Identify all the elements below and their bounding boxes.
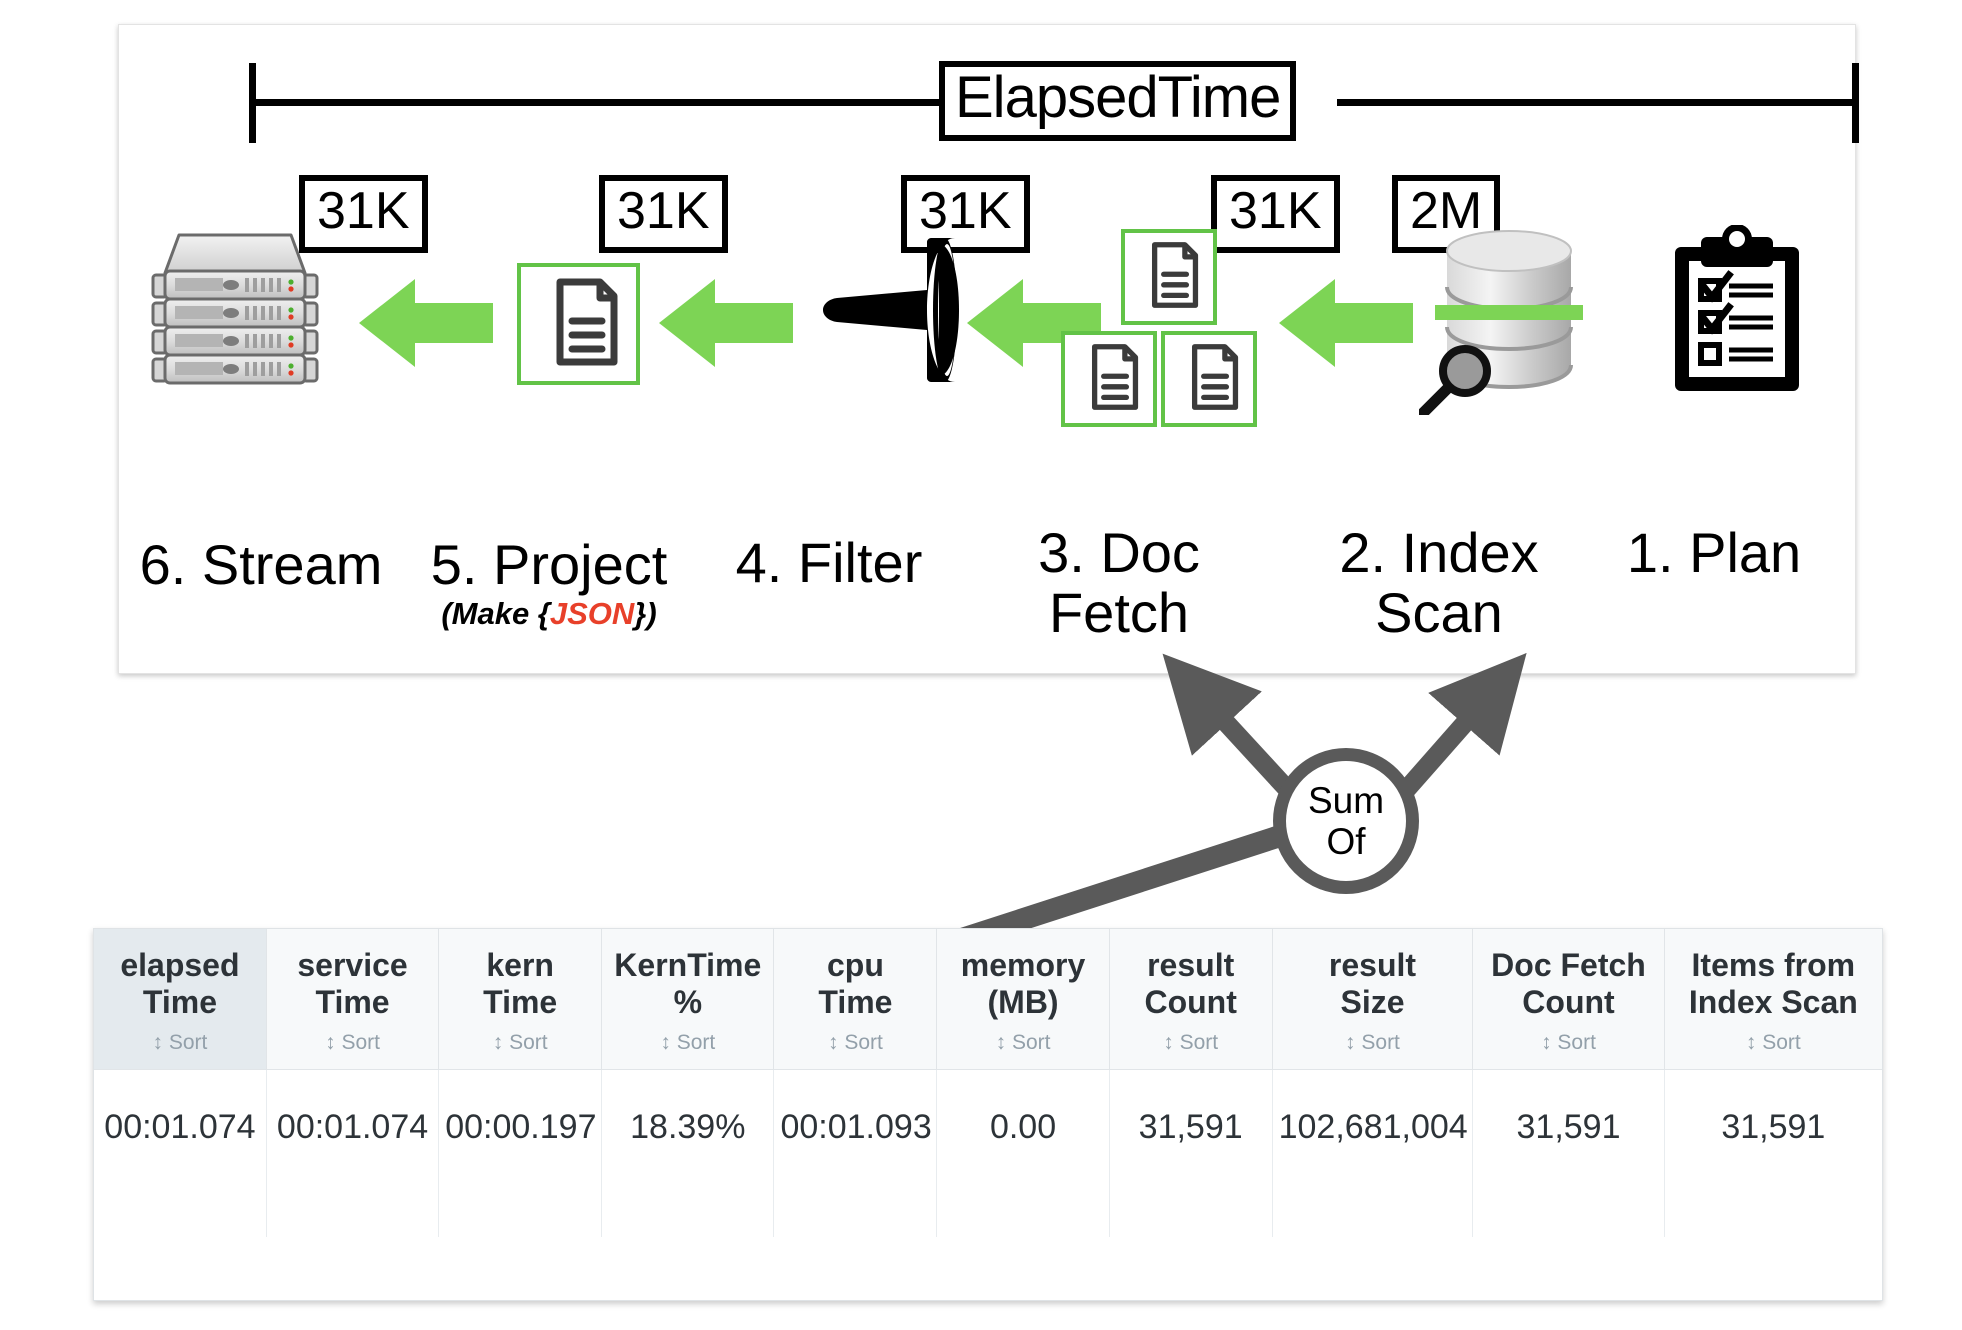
cell-items-from-index-scan: 31,591 — [1664, 1069, 1882, 1237]
project-document-box — [517, 263, 640, 385]
green-arrow-filter-to-project — [659, 275, 793, 376]
header-label: KernTime % — [614, 947, 762, 1020]
cell-result-size: 102,681,004 — [1272, 1069, 1474, 1237]
sort-control[interactable]: ↕ Sort — [827, 1031, 883, 1054]
stage-caption-indexscan: 2. Index Scan — [1339, 521, 1539, 644]
header-label: cpu Time — [818, 947, 893, 1020]
stage-caption-filter: 4. Filter — [735, 531, 923, 594]
sort-control[interactable]: ↕ Sort — [1745, 1031, 1801, 1054]
span-line-left — [254, 99, 944, 106]
header-label: kern Time — [483, 947, 558, 1020]
clipboard-checklist-icon — [1667, 224, 1807, 395]
header-label: Items from Index Scan — [1688, 947, 1858, 1020]
project-sub-json: JSON — [549, 596, 635, 631]
column-header-kern-time-pct[interactable]: KernTime % ↕ Sort — [601, 929, 775, 1070]
header-label: result Count — [1144, 947, 1237, 1020]
column-header-items-from-index-scan[interactable]: Items from Index Scan ↕ Sort — [1664, 929, 1882, 1070]
sum-of-line-2: Of — [1326, 821, 1366, 862]
document-icon — [1138, 240, 1200, 315]
docfetch-document-box-3 — [1161, 331, 1257, 427]
elapsed-time-span-bar: ElapsedTime — [249, 53, 1859, 148]
column-header-kern-time[interactable]: kern Time ↕ Sort — [438, 929, 603, 1070]
cell-elapsed-time: 00:01.074 — [94, 1069, 267, 1237]
column-header-result-count[interactable]: result Count ↕ Sort — [1109, 929, 1273, 1070]
database-search-icon — [1417, 225, 1599, 419]
metrics-header-row: elapsed Time ↕ Sort service Time ↕ Sort … — [94, 929, 1882, 1070]
sort-control[interactable]: ↕ Sort — [152, 1031, 208, 1054]
green-arrow-indexscan-to-docfetch — [1279, 275, 1413, 376]
header-label: memory (MB) — [960, 947, 1086, 1020]
header-label: elapsed Time — [120, 947, 240, 1020]
sort-control[interactable]: ↕ Sort — [492, 1031, 548, 1054]
metrics-table-container: elapsed Time ↕ Sort service Time ↕ Sort … — [93, 928, 1883, 1301]
table-row[interactable]: 00:01.074 00:01.074 00:00.197 18.39% 00:… — [94, 1069, 1882, 1237]
green-arrow-project-to-stream — [359, 275, 493, 376]
badge-indexscan-count: 2M — [1392, 175, 1501, 253]
sumof-arrow-indexscan — [1398, 652, 1527, 797]
column-header-result-size[interactable]: result Size ↕ Sort — [1272, 929, 1474, 1070]
cell-cpu-time: 00:01.093 — [773, 1069, 938, 1237]
docfetch-document-box-1 — [1121, 229, 1217, 325]
badge-filter-count: 31K — [901, 175, 1030, 253]
header-label: Doc Fetch Count — [1491, 947, 1646, 1020]
docfetch-document-box-2 — [1061, 331, 1157, 427]
cell-result-count: 31,591 — [1109, 1069, 1273, 1237]
column-header-service-time[interactable]: service Time ↕ Sort — [266, 929, 440, 1070]
column-header-elapsed-time[interactable]: elapsed Time ↕ Sort — [94, 929, 267, 1070]
sum-of-line-1: Sum — [1307, 780, 1385, 821]
project-sub-prefix: (Make { — [441, 596, 550, 631]
cell-service-time: 00:01.074 — [266, 1069, 440, 1237]
document-icon — [538, 276, 620, 373]
badge-stream-count: 31K — [299, 175, 428, 253]
badge-docfetch-count: 31K — [1211, 175, 1340, 253]
column-header-memory-mb[interactable]: memory (MB) ↕ Sort — [936, 929, 1110, 1070]
stage-caption-plan: 1. Plan — [1626, 521, 1802, 584]
metrics-table-body: 00:01.074 00:01.074 00:00.197 18.39% 00:… — [94, 1069, 1882, 1237]
metrics-table-head: elapsed Time ↕ Sort service Time ↕ Sort … — [94, 929, 1882, 1070]
query-pipeline-panel: ElapsedTime 31K 31K 31K 31K 2M — [118, 24, 1859, 674]
badge-project-count: 31K — [599, 175, 728, 253]
stage-caption-project: 5. Project — [430, 533, 668, 596]
document-icon — [1178, 342, 1240, 417]
column-header-doc-fetch-count[interactable]: Doc Fetch Count ↕ Sort — [1472, 929, 1665, 1070]
sum-of-badge: Sum Of — [1273, 748, 1419, 894]
funnel-icon — [819, 230, 959, 390]
header-label: service Time — [297, 947, 408, 1020]
sort-control[interactable]: ↕ Sort — [1541, 1031, 1596, 1054]
column-header-cpu-time[interactable]: cpu Time ↕ Sort — [773, 929, 938, 1070]
span-tick-right — [1852, 63, 1859, 143]
sort-control[interactable]: ↕ Sort — [1163, 1031, 1219, 1054]
sort-control[interactable]: ↕ Sort — [325, 1031, 380, 1054]
project-sub-suffix: }) — [634, 596, 657, 631]
green-arrow-docfetch-to-filter — [967, 275, 1101, 376]
stage-caption-stream: 6. Stream — [139, 533, 383, 596]
cell-kern-time-pct: 18.39% — [601, 1069, 775, 1237]
sumof-arrow-docfetch — [1162, 653, 1295, 797]
cell-doc-fetch-count: 31,591 — [1472, 1069, 1665, 1237]
stage-caption-docfetch: 3. Doc Fetch — [1038, 521, 1200, 644]
span-tick-left — [249, 63, 256, 143]
cell-kern-time: 00:00.197 — [438, 1069, 603, 1237]
server-rack-icon — [145, 225, 325, 390]
sort-control[interactable]: ↕ Sort — [995, 1031, 1051, 1054]
elapsed-time-label: ElapsedTime — [939, 61, 1297, 141]
sort-control[interactable]: ↕ Sort — [1345, 1031, 1400, 1054]
sort-control[interactable]: ↕ Sort — [660, 1031, 716, 1054]
cell-memory-mb: 0.00 — [936, 1069, 1110, 1237]
span-line-right — [1337, 99, 1855, 106]
document-icon — [1078, 342, 1140, 417]
stage-subcaption-project: (Make {JSON}) — [399, 597, 699, 631]
metrics-table: elapsed Time ↕ Sort service Time ↕ Sort … — [94, 929, 1882, 1237]
header-label: result Size — [1328, 947, 1417, 1020]
